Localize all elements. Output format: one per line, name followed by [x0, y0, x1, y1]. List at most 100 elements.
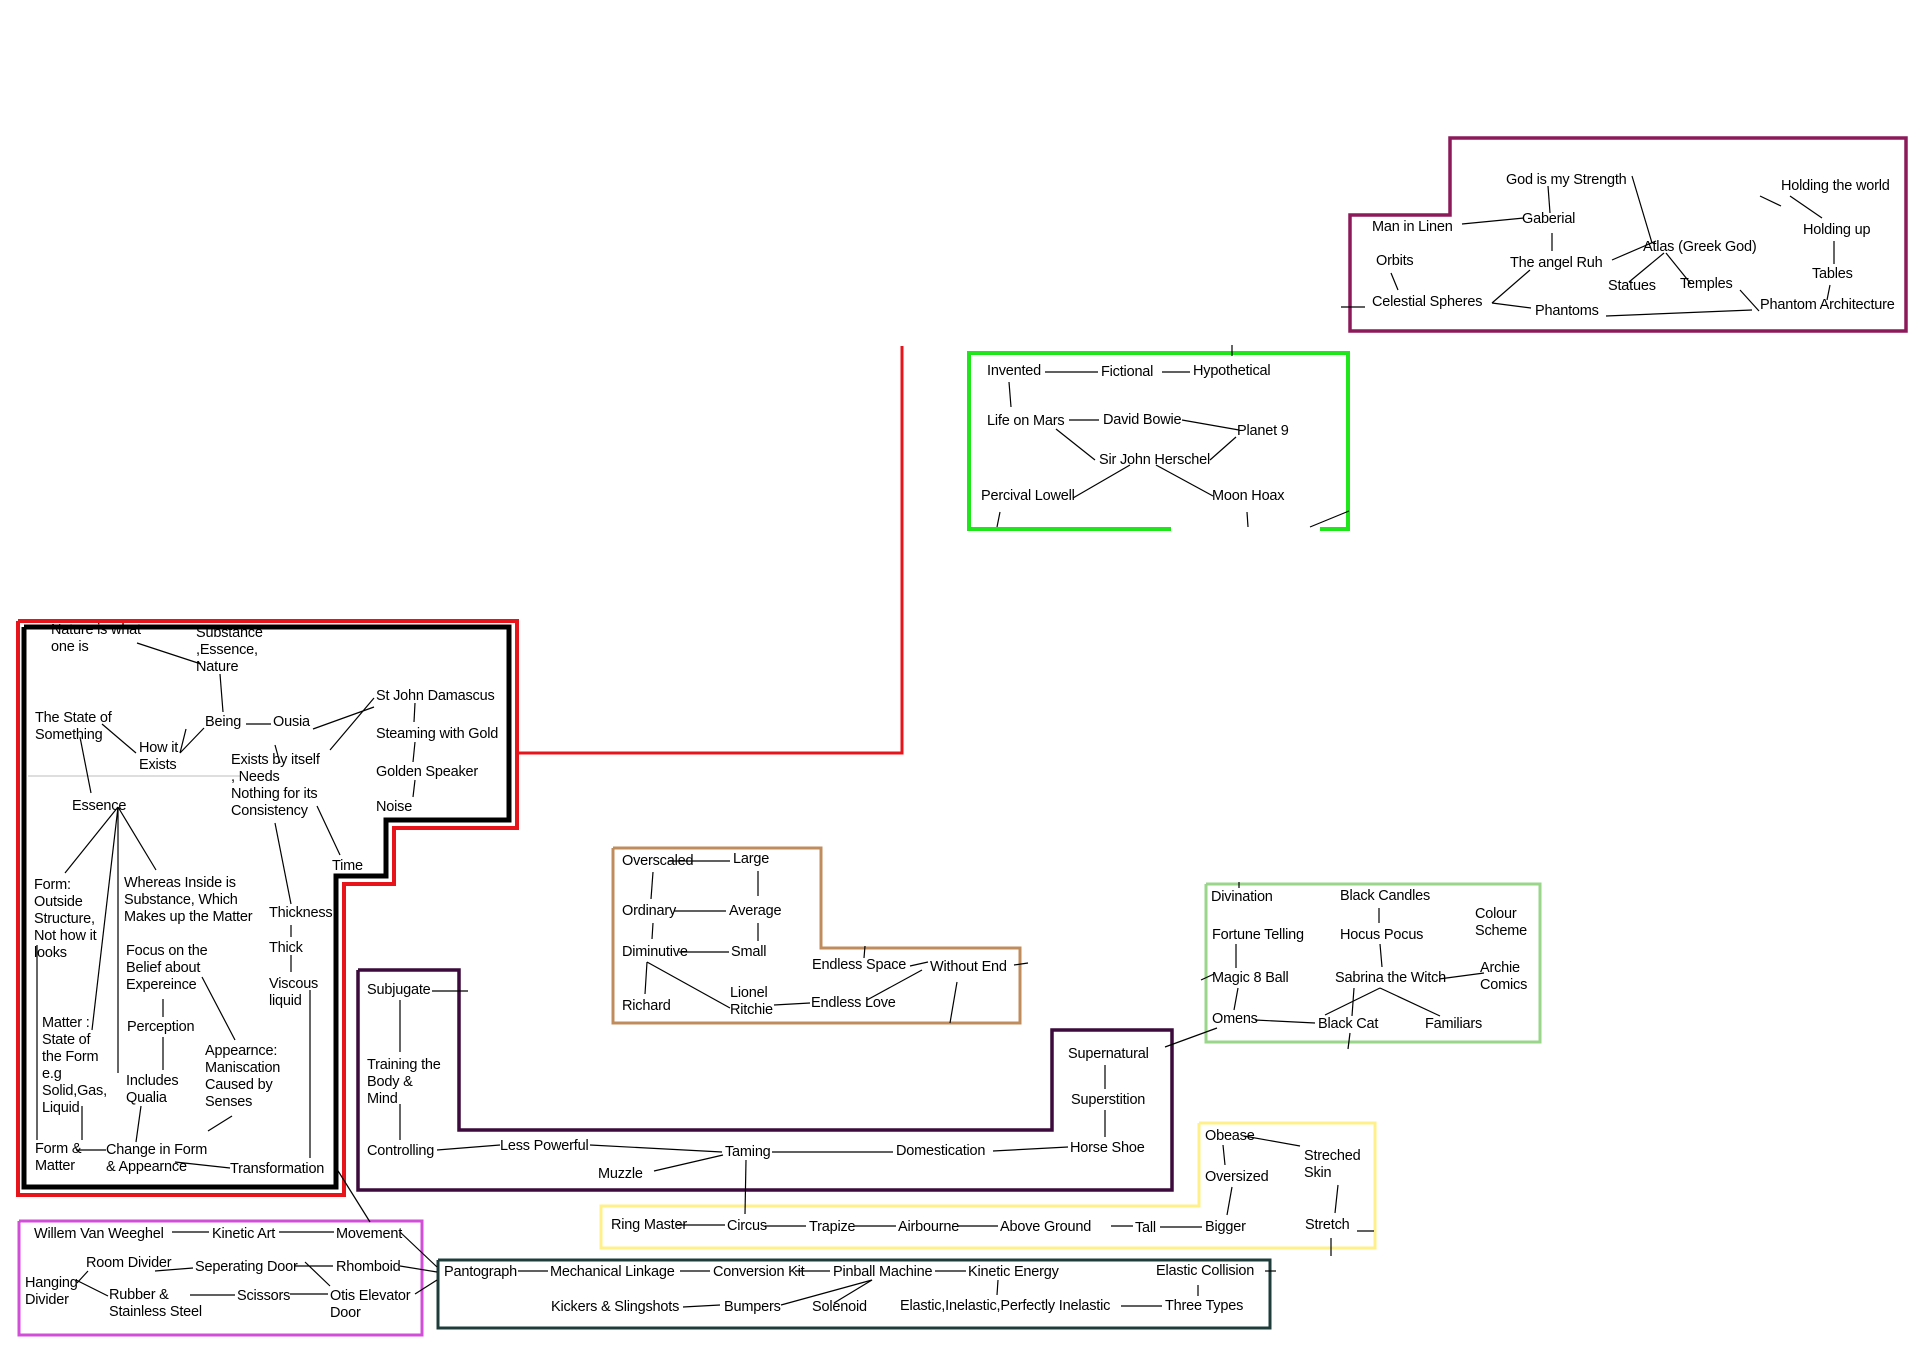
edge-line [412, 741, 416, 763]
edge-line [117, 806, 157, 871]
edge-line [1347, 1032, 1351, 1050]
edge-line [179, 728, 187, 754]
kinetic-frame [17, 1219, 424, 1337]
node-invented: Invented [987, 363, 1042, 379]
edge-line [651, 922, 654, 940]
edge-line [414, 1279, 438, 1295]
node-above-ground: Above Ground [1000, 1219, 1092, 1235]
node-domestication: Domestication [896, 1143, 986, 1159]
node-omens-node: Omens [1212, 1011, 1258, 1027]
edge-line [1254, 1019, 1316, 1024]
edge-line [744, 1159, 747, 1215]
edge-line [399, 1265, 438, 1273]
edge-line [1628, 252, 1665, 283]
edge-line [1491, 302, 1532, 309]
edge-line [1739, 289, 1760, 312]
edge-line [1055, 428, 1096, 461]
node-kinetic-art: Kinetic Art [212, 1226, 276, 1242]
node-supernatural: Supernatural [1068, 1046, 1149, 1062]
node-statues: Statues [1608, 278, 1656, 294]
node-black-candles: Black Candles [1340, 888, 1431, 904]
edge-line [1246, 511, 1249, 528]
edge-line [274, 744, 281, 764]
node-form-matter: Form & Matter [35, 1141, 82, 1174]
node-atlas-god: Atlas (Greek God) [1643, 239, 1757, 255]
edge-line [1461, 217, 1525, 225]
node-golden-speaker: Golden Speaker [376, 764, 478, 780]
edge-line [653, 1154, 724, 1172]
edge-line [1226, 1186, 1233, 1216]
node-sabrina: Sabrina the Witch [1335, 970, 1447, 986]
edge-line [909, 961, 929, 967]
edge-line [1665, 252, 1692, 285]
edge-line [1379, 943, 1383, 968]
edge-line [1611, 240, 1657, 261]
node-colour-scheme: Colour Scheme [1475, 906, 1527, 939]
node-elastic-collision: Elastic Collision [1156, 1263, 1255, 1279]
omens-frame [1204, 882, 1542, 1044]
node-lionel-ritchie: Lionel Ritchie [730, 985, 773, 1018]
scale-frame [611, 846, 1022, 1025]
node-taming-node: Taming [725, 1144, 771, 1160]
edge-line [1072, 464, 1131, 499]
node-life-on-mars: Life on Mars [987, 413, 1065, 429]
node-less-powerful: Less Powerful [500, 1138, 589, 1154]
node-holding-up: Holding up [1803, 222, 1871, 238]
edge-line [201, 976, 236, 1041]
edge-line [1631, 175, 1653, 244]
node-kickers: Kickers & Slingshots [551, 1299, 680, 1315]
node-rubber-steel: Rubber & Stainless Steel [109, 1287, 202, 1320]
node-time: Time [332, 858, 363, 874]
node-superstition: Superstition [1071, 1092, 1146, 1108]
edge-line [399, 1231, 438, 1268]
edge-line [413, 702, 416, 723]
node-bumpers: Bumpers [724, 1299, 781, 1315]
edge-line [644, 961, 648, 995]
node-substance: Substance ,Essence, Nature [196, 625, 263, 675]
node-obease: Obease [1205, 1128, 1255, 1144]
node-training: Training the Body & Mind [367, 1057, 441, 1107]
node-average: Average [729, 903, 782, 919]
node-stretch: Stretch [1305, 1217, 1350, 1233]
node-horse-shoe: Horse Shoe [1070, 1140, 1145, 1156]
node-thick: Thick [269, 940, 303, 956]
edge-line [174, 1161, 231, 1169]
edge-line [1491, 269, 1531, 304]
node-includes-qualia: Includes Qualia [126, 1073, 179, 1106]
node-viscous-liquid: Viscous liquid [269, 976, 319, 1009]
node-celestial-spheres: Celestial Spheres [1372, 294, 1483, 310]
node-tall: Tall [1135, 1220, 1156, 1236]
node-angel-ruh: The angel Ruh [1510, 255, 1603, 271]
node-pinball-machine: Pinball Machine [833, 1264, 933, 1280]
node-appearance: Appearnce: Maniscation Caused by Senses [205, 1043, 281, 1110]
edge-line [274, 822, 292, 905]
node-essence-node: Essence [72, 798, 127, 814]
node-circus-node: Circus [727, 1218, 767, 1234]
edge-line [329, 697, 375, 751]
node-being: Being [205, 714, 242, 730]
edge-line [1351, 987, 1355, 1017]
node-matter-state: Matter : State of the Form e.g Solid,Gas… [42, 1015, 107, 1116]
edge-line [1309, 510, 1350, 528]
edge-line [589, 1144, 723, 1153]
node-black-cat: Black Cat [1318, 1016, 1379, 1032]
node-otis-elevator: Otis Elevator Door [330, 1288, 411, 1321]
essence-frame-black [21, 624, 512, 1190]
node-pantograph: Pantograph [444, 1264, 517, 1280]
edge-line [1789, 195, 1823, 219]
edge-line [91, 806, 119, 1031]
edge-line [1209, 436, 1237, 461]
edge-line [1200, 973, 1215, 981]
edge-line [866, 969, 923, 1001]
node-focus-belief: Focus on the Belief about Expereince [126, 943, 208, 993]
node-moon-hoax: Moon Hoax [1212, 488, 1285, 504]
node-how-exists: How it Exists [139, 740, 179, 773]
edge-line [136, 642, 202, 665]
node-sir-john-herschel: Sir John Herschel [1099, 452, 1211, 468]
node-mechanical-linkage: Mechanical Linkage [550, 1264, 675, 1280]
node-movement: Movement [336, 1226, 403, 1242]
edge-line [1379, 987, 1441, 1017]
edge-line [996, 511, 1001, 528]
